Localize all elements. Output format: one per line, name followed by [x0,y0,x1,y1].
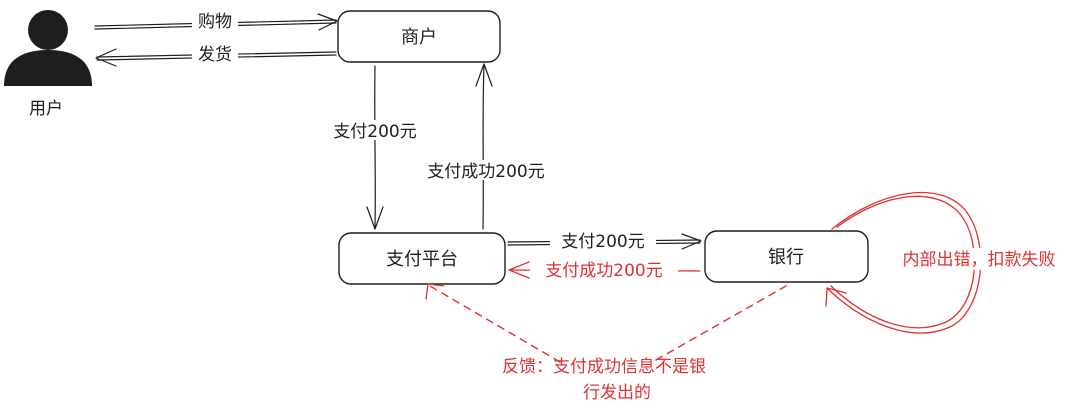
merchant-node: 商户 [337,10,501,63]
edge-bank-error-loop: 内部出错，扣款失败 [825,191,1072,334]
feedback-annotation: 反馈：支付成功信息不是银 行发出的 [502,357,706,403]
edge-pay-to-platform-label: 支付200元 [333,122,416,142]
edge-pay-to-bank-label: 支付200元 [561,232,644,252]
user-label: 用户 [29,99,63,119]
edge-pay-to-bank: 支付200元 [507,231,702,252]
feedback-dashed-lines [425,283,787,363]
edge-buy: 购物 [94,11,338,32]
edge-ship-label: 发货 [198,45,232,65]
merchant-label: 商户 [401,27,437,48]
edge-buy-label: 购物 [198,12,232,32]
edge-success-to-merchant-label: 支付成功200元 [427,162,544,182]
bank-label: 银行 [768,247,804,268]
feedback-annotation-line1: 反馈：支付成功信息不是银 [502,357,706,377]
edge-success-to-merchant: 支付成功200元 [412,63,560,230]
edge-bank-error-label: 内部出错，扣款失败 [903,250,1056,270]
platform-label: 支付平台 [386,249,458,270]
bank-node: 银行 [704,230,869,283]
edge-success-from-bank-label: 支付成功200元 [545,261,662,281]
edge-ship: 发货 [95,45,337,67]
feedback-annotation-line2: 行发出的 [583,383,651,403]
edge-pay-to-platform: 支付200元 [322,65,428,230]
user-icon [4,10,92,86]
edge-success-from-bank: 支付成功200元 [508,259,701,281]
platform-node: 支付平台 [338,232,506,285]
